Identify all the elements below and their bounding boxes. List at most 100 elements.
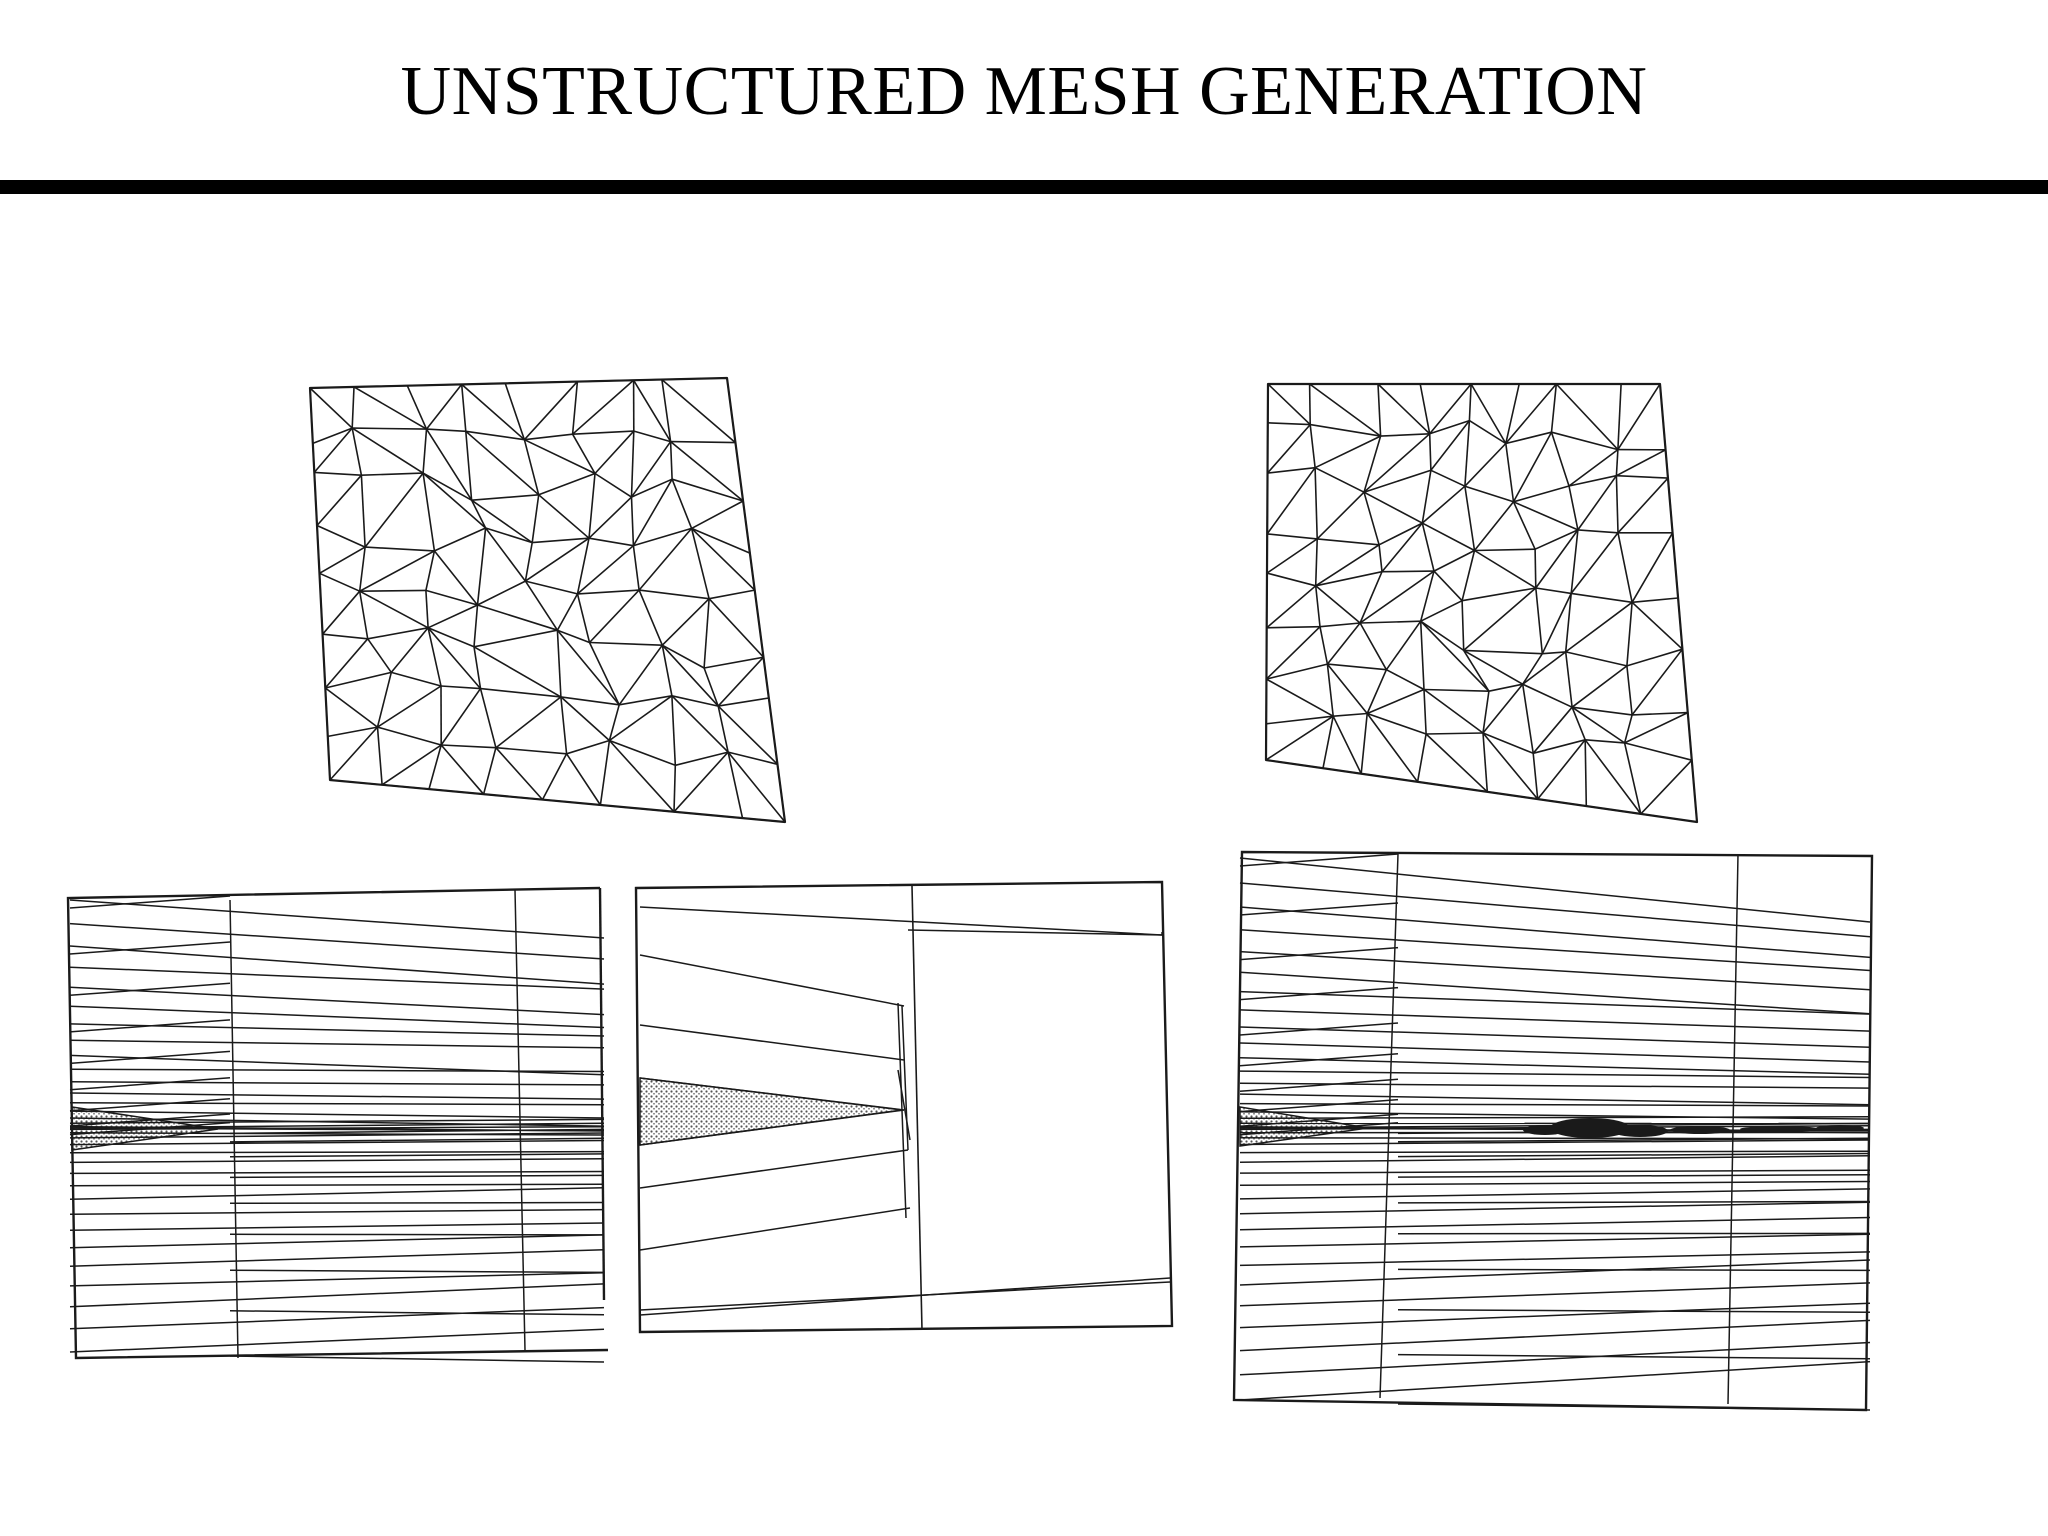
mesh-edge — [1265, 626, 1321, 680]
mesh-edge — [608, 695, 673, 742]
mesh-edge — [1366, 669, 1388, 714]
mesh-edge — [1420, 620, 1465, 652]
mesh-edge — [1380, 433, 1430, 437]
mesh-edge — [1464, 486, 1476, 551]
mesh-edge — [312, 427, 353, 445]
mesh-edge — [1385, 620, 1422, 671]
mesh-edge — [708, 589, 755, 600]
mesh-edge — [1565, 651, 1628, 667]
mesh-line — [1239, 1319, 1871, 1352]
mesh-edge — [669, 441, 673, 480]
mesh-edge — [1571, 592, 1633, 604]
mesh-edge — [422, 472, 487, 529]
mesh-edge — [1386, 668, 1425, 691]
mesh-line — [1239, 1188, 1871, 1200]
mesh-line — [69, 1019, 231, 1033]
mesh-line — [229, 1128, 605, 1135]
mesh-edge — [1512, 431, 1553, 503]
mesh-line — [69, 1157, 605, 1164]
mesh-edge — [1464, 420, 1471, 487]
mesh-line — [69, 1077, 231, 1091]
mesh-line — [1239, 1180, 1871, 1187]
mesh-edge — [427, 604, 478, 629]
mesh-line — [229, 1355, 605, 1363]
mesh-line — [1239, 1282, 1871, 1307]
mesh-edge — [1426, 732, 1484, 735]
mesh-edge — [316, 474, 362, 527]
mesh-edge — [572, 430, 634, 435]
mesh-edge — [1585, 739, 1625, 744]
mesh-edge — [630, 431, 635, 498]
mesh-line — [1239, 1052, 1399, 1067]
mesh-edge — [325, 671, 392, 689]
mesh-edge — [1267, 533, 1318, 540]
mesh-line — [1239, 1251, 1871, 1267]
mesh-edge — [471, 499, 533, 544]
mesh-edge — [1359, 571, 1383, 624]
mesh-edge — [1570, 529, 1579, 594]
mesh-edge — [480, 687, 561, 698]
mesh-line — [69, 1186, 605, 1201]
mesh-line — [1239, 1056, 1871, 1076]
mesh-line — [229, 1233, 605, 1236]
mesh-3d-left — [308, 376, 787, 824]
mesh-edge — [1266, 572, 1316, 587]
mesh-line — [1239, 1093, 1871, 1106]
mesh-line — [1239, 950, 1871, 991]
mesh-edge — [1363, 435, 1382, 493]
mesh-line — [69, 1283, 605, 1308]
mesh-edge — [631, 478, 673, 498]
mesh-line — [69, 922, 605, 960]
mesh-line — [1239, 1070, 1871, 1079]
mesh-edge — [609, 739, 676, 767]
mesh-edge — [1624, 711, 1689, 744]
mesh-edge — [661, 645, 673, 696]
mesh-edge — [1423, 689, 1427, 735]
mesh-edge — [377, 726, 442, 746]
mesh-edge — [671, 695, 719, 707]
title-rule — [0, 180, 2048, 194]
mesh-edge — [377, 685, 442, 728]
mesh-edge — [691, 527, 756, 591]
mesh-line — [69, 1222, 605, 1232]
mesh-edge — [1615, 475, 1619, 533]
mesh-edge — [538, 494, 590, 539]
mesh-line — [1239, 1110, 1871, 1120]
mesh-edge — [588, 537, 634, 547]
mesh-line — [1239, 1026, 1871, 1049]
mesh-edge — [1617, 532, 1633, 603]
mesh-edge — [465, 430, 540, 496]
mesh-line — [229, 1201, 605, 1205]
mesh-edge — [381, 744, 442, 786]
mesh-edge — [376, 727, 383, 785]
mesh-edge — [1416, 733, 1427, 782]
mesh-edge — [577, 589, 640, 595]
mesh-edge — [1617, 477, 1669, 534]
mesh-line — [1239, 853, 1399, 867]
mesh-edge — [1532, 739, 1586, 755]
mesh-edge — [588, 642, 620, 706]
mesh-edge — [1564, 651, 1573, 708]
mesh-edge — [630, 441, 672, 498]
mesh-edge — [1463, 649, 1543, 655]
mesh-edge — [541, 753, 568, 800]
mesh-line — [229, 1153, 605, 1158]
mesh-edge — [1631, 601, 1683, 650]
mesh-edge — [1314, 466, 1365, 493]
mesh-edge — [425, 589, 478, 606]
mesh-line — [1239, 1341, 1871, 1376]
mesh-line — [69, 1150, 605, 1154]
mesh-line — [1239, 1259, 1871, 1286]
mesh-line — [1239, 1150, 1871, 1154]
mesh-line — [1397, 1200, 1871, 1204]
mesh-edge — [473, 604, 479, 647]
mesh-edge — [314, 471, 362, 476]
mesh-edge — [1568, 448, 1619, 487]
mesh-line — [69, 1170, 605, 1175]
mesh-edge — [1419, 621, 1425, 690]
mesh-edge — [477, 580, 526, 606]
mesh-edge — [1482, 683, 1524, 734]
mesh-edge — [1363, 491, 1423, 524]
slide-title: UNSTRUCTURED MESH GENERATION — [400, 53, 1648, 130]
